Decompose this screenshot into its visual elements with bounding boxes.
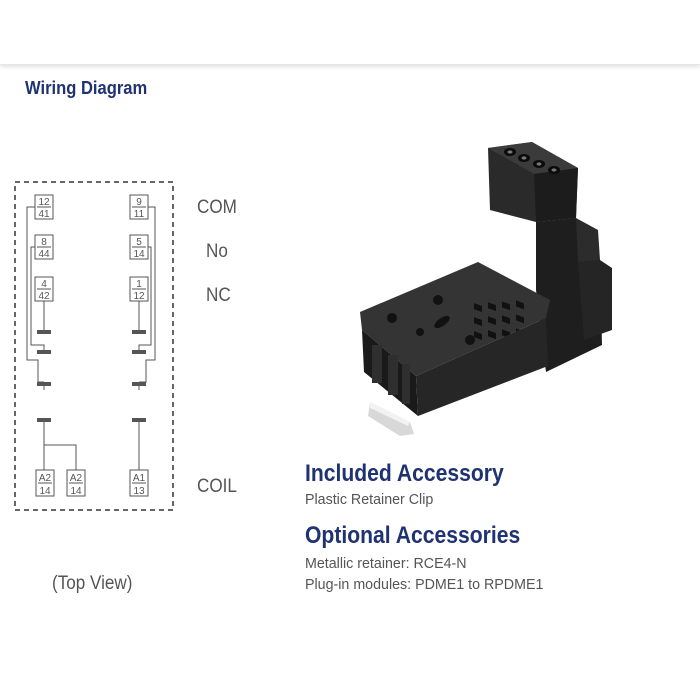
pin-label: 9 — [136, 197, 142, 208]
com-label: COM — [197, 197, 237, 218]
contact-bar — [37, 330, 51, 334]
top-view-label: (Top View) — [52, 573, 133, 594]
contact-bar — [132, 418, 146, 422]
coil-pin-label: A1 — [133, 473, 146, 484]
pin-label: 41 — [38, 209, 50, 220]
coil-pin-label: A2 — [39, 473, 52, 484]
pin-label: 1 — [136, 279, 142, 290]
pin-label: 14 — [133, 249, 145, 260]
pin-label: 44 — [38, 249, 50, 260]
schematic-outline — [14, 181, 174, 511]
coil-pin-label: 14 — [70, 486, 82, 497]
nc-label: NC — [206, 285, 231, 306]
coil-label: COIL — [197, 476, 237, 497]
pin-label: 12 — [38, 197, 50, 208]
included-accessory-title: Included Accessory — [305, 460, 504, 487]
contact-bar — [132, 330, 146, 334]
contact-bar — [37, 350, 51, 354]
optional-accessories-title: Optional Accessories — [305, 522, 521, 549]
pin-label: 42 — [38, 291, 50, 302]
no-label: No — [206, 241, 228, 262]
coil-pin-label: A2 — [70, 473, 83, 484]
wiring-schematic: 12 41 8 44 4 42 9 11 5 14 1 12 A2 14 A2 … — [14, 181, 174, 511]
coil-pin-label: 14 — [39, 486, 51, 497]
contact-bar — [37, 382, 51, 386]
header-bar — [0, 0, 700, 65]
coil-pin-label: 13 — [133, 486, 145, 497]
pin-label: 12 — [133, 291, 145, 302]
optional-accessory-item: Metallic retainer: RCE4-N — [305, 555, 467, 572]
optional-accessory-item: Plug-in modules: PDME1 to RPDME1 — [305, 576, 544, 593]
coil-box-3 — [129, 469, 149, 497]
contact-bar — [37, 418, 51, 422]
relay-socket-image — [360, 142, 612, 436]
contact-bar — [132, 350, 146, 354]
pin-label: 4 — [41, 279, 47, 290]
pin-label: 5 — [136, 237, 142, 248]
pin-label: 8 — [41, 237, 47, 248]
contact-bar — [132, 382, 146, 386]
coil-box-1 — [35, 469, 55, 497]
wiring-diagram-heading: Wiring Diagram — [25, 78, 148, 98]
included-accessory-item: Plastic Retainer Clip — [305, 491, 434, 508]
pin-label: 11 — [134, 209, 145, 220]
coil-box-2 — [66, 469, 86, 497]
